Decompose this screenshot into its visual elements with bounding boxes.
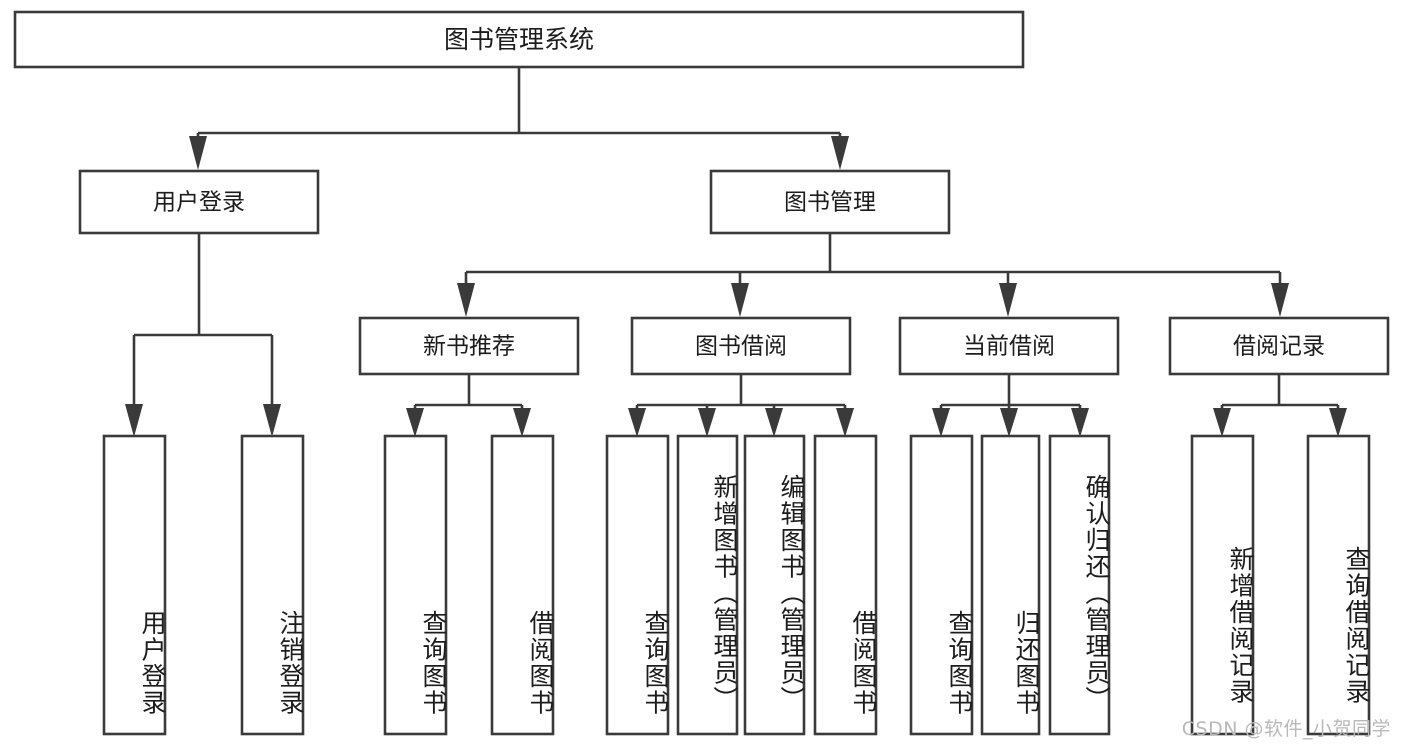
arrow-head-leaf-logout <box>263 404 281 437</box>
connector-user-login-to-leaves <box>125 233 281 437</box>
node-borrow-record-box[interactable] <box>1168 316 1390 376</box>
leaf-box-nbr-borrow-book[interactable] <box>490 434 555 736</box>
arrow-head-new-book-recommend <box>457 283 475 317</box>
leaf-box-nbr-query-book[interactable] <box>383 434 448 736</box>
node-book-borrow-box[interactable] <box>630 316 852 376</box>
node-new-book-recommend-box[interactable] <box>358 316 580 376</box>
arrow-head-cb-leaf-1 <box>932 408 950 437</box>
arrow-head-borrow-record <box>1271 283 1289 317</box>
leaf-box-user-login[interactable] <box>102 434 167 736</box>
node-book-borrow-label: 图书借阅 <box>695 334 787 360</box>
leaf-box-cb-query-book[interactable] <box>909 434 974 736</box>
node-user-login-label: 用户登录 <box>153 190 245 216</box>
arrow-head-cb-leaf-2 <box>1000 408 1018 437</box>
node-current-borrow-box[interactable] <box>898 316 1120 376</box>
arrow-head-nbr-leaf-2 <box>513 408 531 437</box>
node-borrow-record[interactable]: 借阅记录 <box>1168 316 1390 376</box>
connector-book-borrow-to-leaves <box>628 374 854 437</box>
arrow-head-current-borrow <box>999 283 1017 317</box>
node-book-borrow[interactable]: 图书借阅 <box>630 316 852 376</box>
connector-new-book-recommend-to-leaves <box>406 374 531 437</box>
node-current-borrow[interactable]: 当前借阅 <box>898 316 1120 376</box>
arrow-head-book-borrow <box>731 283 749 317</box>
arrow-head-leaf-user-login <box>125 404 143 437</box>
node-book-management-label: 图书管理 <box>784 190 876 216</box>
arrow-head-br-leaf-1 <box>1213 408 1231 437</box>
node-current-borrow-label: 当前借阅 <box>963 334 1055 360</box>
arrow-head-bb-leaf-4 <box>836 408 854 437</box>
leaf-box-bb-add-book-admin[interactable] <box>676 434 739 736</box>
connector-borrow-record-to-leaves <box>1213 374 1347 437</box>
node-root[interactable]: 图书管理系统 <box>13 10 1025 69</box>
leaf-box-cb-return-book[interactable] <box>980 434 1041 736</box>
arrow-head-bb-leaf-3 <box>765 408 783 437</box>
node-borrow-record-label: 借阅记录 <box>1233 334 1325 360</box>
arrow-head-br-leaf-2 <box>1329 408 1347 437</box>
leaf-box-logout[interactable] <box>240 434 305 736</box>
node-book-management[interactable]: 图书管理 <box>709 169 951 235</box>
connector-book-management-to-level3 <box>457 233 1289 317</box>
arrow-head-nbr-leaf-1 <box>406 408 424 437</box>
node-new-book-recommend-label: 新书推荐 <box>423 334 515 360</box>
leaf-box-bb-query-book[interactable] <box>605 434 670 736</box>
arrow-head-bb-leaf-1 <box>628 408 646 437</box>
leaf-box-br-add-record[interactable] <box>1190 434 1255 736</box>
arrow-head-book-mgmt <box>831 136 849 170</box>
connector-root-to-level2 <box>189 67 849 170</box>
connector-current-borrow-to-leaves <box>932 374 1089 437</box>
leaf-box-br-query-record[interactable] <box>1306 434 1371 736</box>
csdn-watermark: CSDN @软件_小贺同学 <box>1181 718 1391 740</box>
node-user-login[interactable]: 用户登录 <box>78 169 320 235</box>
leaf-box-bb-borrow-book[interactable] <box>813 434 878 736</box>
node-root-label: 图书管理系统 <box>444 25 594 54</box>
arrow-head-user-login <box>189 136 207 170</box>
node-book-management-box[interactable] <box>709 169 951 235</box>
leaf-box-bb-edit-book-admin[interactable] <box>743 434 806 736</box>
node-root-box[interactable] <box>13 10 1025 69</box>
node-new-book-recommend[interactable]: 新书推荐 <box>358 316 580 376</box>
arrow-head-cb-leaf-3 <box>1071 408 1089 437</box>
leaf-box-cb-confirm-return-admin[interactable] <box>1048 434 1111 736</box>
arrow-head-bb-leaf-2 <box>698 408 716 437</box>
